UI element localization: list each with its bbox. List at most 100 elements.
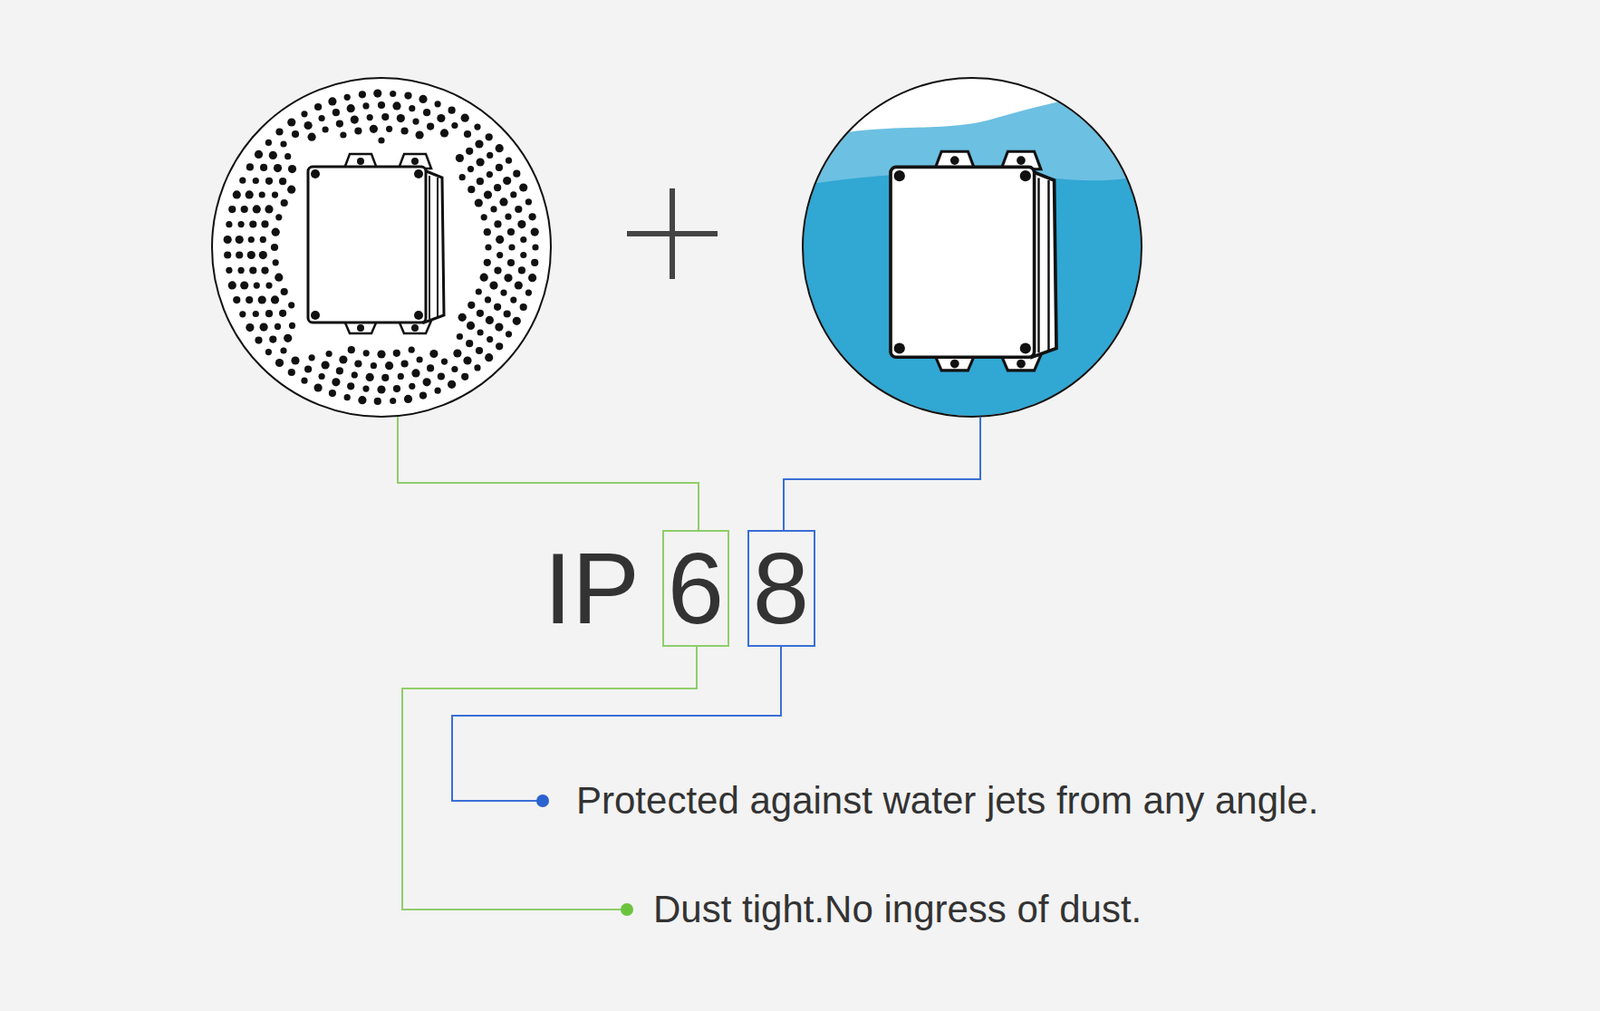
dust-dot (476, 309, 484, 318)
dust-dot (291, 130, 299, 138)
dust-dot (308, 133, 317, 142)
dust-dot (466, 321, 475, 330)
dust-dot (289, 322, 296, 329)
dust-dot (249, 220, 257, 228)
dust-dot (288, 164, 297, 174)
dust-dot (347, 346, 356, 354)
dust-dot (245, 190, 254, 199)
dust-dot (326, 350, 333, 357)
dust-dot (239, 310, 246, 318)
ip-prefix: IP (543, 538, 640, 640)
dust-dot (253, 282, 261, 290)
dust-dot (495, 163, 503, 172)
dust-dot (308, 354, 316, 361)
dust-dot (344, 94, 351, 101)
dust-dot (322, 125, 329, 133)
dust-dot (502, 176, 511, 185)
dust-dot (344, 394, 351, 401)
dust-dot (467, 185, 475, 193)
dust-dot (396, 114, 405, 123)
dust-dot (484, 296, 492, 303)
dust-dot (273, 163, 282, 173)
dust-dot (483, 191, 492, 200)
dust-dot (318, 373, 326, 380)
dust-dot (269, 336, 277, 344)
dust-dot (346, 382, 355, 390)
digit-box: 8 (747, 530, 816, 647)
dust-dot (507, 228, 515, 236)
dust-dot (239, 177, 246, 184)
dust-dot (447, 380, 456, 389)
dust-dot (270, 243, 279, 251)
dust-dot (258, 295, 267, 304)
dust-dot (408, 383, 415, 390)
dust-dot (451, 366, 458, 373)
dust-dot (514, 205, 522, 213)
dust-dot (476, 157, 485, 166)
dust-dot (412, 118, 419, 126)
dust-dot (480, 273, 489, 282)
dust-dot (280, 288, 289, 296)
dust-dot (300, 377, 308, 385)
dust-dot (500, 289, 507, 297)
dust-dot (300, 110, 308, 117)
dust-dot (318, 115, 326, 122)
dust-dot (484, 243, 492, 251)
ip-digit: 6 (667, 538, 724, 640)
dust-dot (512, 317, 521, 326)
dust-dot (259, 250, 268, 260)
dust-dot (260, 220, 269, 228)
dust-dot (404, 395, 413, 404)
dust-dot (517, 220, 526, 229)
dust-dot (408, 346, 415, 354)
dust-dot (504, 213, 511, 221)
dust-dot (246, 163, 254, 171)
ip-digit: 8 (752, 538, 810, 640)
dust-dot (269, 151, 278, 160)
dust-dot (423, 108, 431, 116)
dust-dot (448, 106, 456, 115)
dust-dot (434, 100, 442, 107)
dust-dot (275, 127, 283, 135)
dust-dot (493, 303, 502, 311)
dust-dot (458, 313, 467, 322)
dust-dot (235, 235, 244, 244)
dust-dot (381, 374, 389, 382)
dust-dot (528, 273, 537, 282)
dust-dot (456, 333, 463, 340)
dust-dot (225, 267, 232, 274)
dust-dot (245, 296, 253, 304)
dust-dot (486, 336, 493, 343)
dust-dot (336, 120, 344, 128)
dust-dot (366, 114, 374, 121)
dust-dot (350, 115, 359, 125)
dust-dot (459, 173, 466, 181)
dust-dot (499, 197, 508, 206)
dust-dot (508, 243, 515, 251)
dust-dot (503, 309, 511, 318)
dust-dot (381, 113, 389, 121)
dust-dot (235, 250, 243, 259)
dust-dot (389, 90, 396, 97)
dust-dot (453, 348, 462, 357)
dust-dot (505, 157, 512, 164)
dust-dot (389, 397, 396, 405)
dust-dot (232, 190, 241, 199)
dust-dot (415, 130, 425, 139)
dust-dot (328, 389, 337, 397)
dust-dot (426, 364, 434, 372)
dust-dot (529, 212, 537, 221)
dust-dot (254, 337, 262, 345)
dust-dot (357, 395, 367, 405)
dust-dot (481, 213, 488, 221)
dust-dot (489, 281, 498, 290)
dust-dot (252, 177, 260, 184)
dust-dot (279, 309, 287, 318)
dust-dot (351, 371, 358, 378)
dust-dot (377, 136, 385, 144)
dust-dot (284, 153, 291, 160)
dust-dot (275, 213, 282, 221)
dust-dot (354, 359, 362, 367)
dust-dot (363, 349, 370, 357)
dust-dot (252, 204, 261, 213)
